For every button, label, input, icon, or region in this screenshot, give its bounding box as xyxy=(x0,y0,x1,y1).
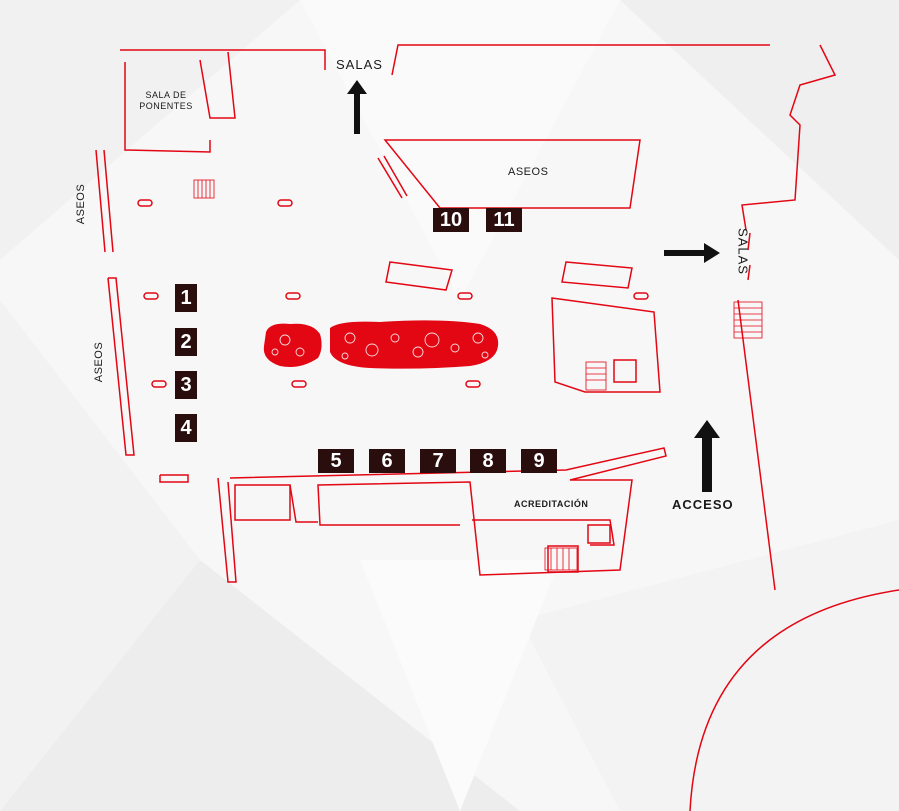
label-sala-ponentes-line2: PONENTES xyxy=(139,101,193,111)
booth-11[interactable]: 11 xyxy=(486,208,522,232)
label-salas-top: SALAS xyxy=(336,57,383,72)
booth-10[interactable]: 10 xyxy=(433,208,469,232)
booth-3[interactable]: 3 xyxy=(175,371,197,399)
right-room xyxy=(551,297,661,393)
wall-top-left xyxy=(120,49,326,70)
booth-8[interactable]: 8 xyxy=(470,449,506,473)
booth-6[interactable]: 6 xyxy=(369,449,405,473)
label-salas-right: SALAS xyxy=(735,228,751,275)
planter-icon xyxy=(263,320,499,369)
booth-5[interactable]: 5 xyxy=(318,449,354,473)
bottom-structure xyxy=(159,474,189,483)
aseos-upper-wall xyxy=(95,149,106,253)
booth-1[interactable]: 1 xyxy=(175,284,197,312)
label-sala-ponentes-line1: SALA DE xyxy=(145,90,187,100)
stairs-icon xyxy=(193,179,763,571)
label-acceso: ACCESO xyxy=(672,497,734,512)
label-aseos-left-upper: ASEOS xyxy=(75,183,87,225)
wall-top-right xyxy=(391,44,770,76)
label-sala-ponentes: SALA DE PONENTES xyxy=(136,90,196,112)
booth-2[interactable]: 2 xyxy=(175,328,197,356)
booth-9[interactable]: 9 xyxy=(521,449,557,473)
label-aseos-top: ASEOS xyxy=(508,166,549,178)
label-acreditacion: ACREDITACIÓN xyxy=(514,499,589,509)
escalator-right xyxy=(561,261,633,289)
booth-4[interactable]: 4 xyxy=(175,414,197,442)
label-aseos-left-lower: ASEOS xyxy=(93,341,105,383)
wall-right-lower xyxy=(737,299,776,591)
arrow-right-icon xyxy=(664,243,720,263)
decorative-arc xyxy=(689,589,899,811)
sala-ponentes-room xyxy=(124,62,211,153)
arrow-up-icon xyxy=(694,420,720,492)
aseos-top-room xyxy=(383,139,641,209)
aseos-lower-wall xyxy=(107,277,135,456)
wall-right xyxy=(741,44,837,231)
escalator-left xyxy=(385,261,453,291)
arrow-up-icon xyxy=(347,80,367,134)
booth-7[interactable]: 7 xyxy=(420,449,456,473)
